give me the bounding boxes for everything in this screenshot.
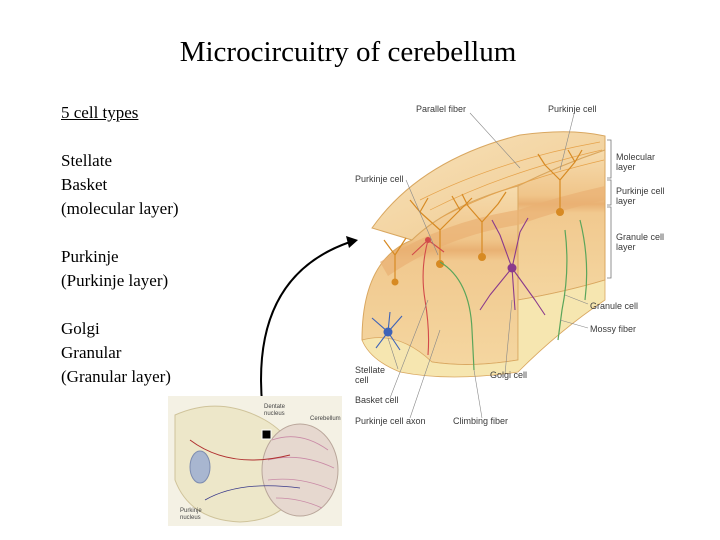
page-title: Microcircuitry of cerebellum <box>179 36 517 68</box>
purkinje-layer-group: Purkinje (Purkinje layer) <box>61 245 179 293</box>
label-granule-cell-layer-line1: Granule cell <box>616 232 665 242</box>
label-molecular-layer: Molecular layer <box>616 152 655 172</box>
label-stellate-cell-line1: Stellate <box>355 365 386 375</box>
label-basket-cell: Basket cell <box>355 395 399 405</box>
label-stellate-cell: Stellate cell <box>355 365 385 385</box>
label-climbing-fiber: Climbing fiber <box>453 416 509 426</box>
cell-types-list: 5 cell types Stellate Basket (molecular … <box>61 101 179 413</box>
white-matter-band <box>361 279 606 378</box>
label-granule-cell-layer-line2: layer <box>616 242 636 252</box>
list-item-purkinje-layer: (Purkinje layer) <box>61 271 169 290</box>
stellate-cell <box>371 311 403 351</box>
label-purkinje-cell-left: Purkinje cell <box>355 174 404 184</box>
label-inset-cerebellum: Cerebellum <box>310 416 341 422</box>
list-item-golgi: Golgi <box>61 319 100 338</box>
label-purkinje-cell-layer-line2: layer <box>616 196 636 206</box>
label-dentate-nucleus-line1: Dentate <box>264 404 286 410</box>
label-granule-cell: Granule cell <box>590 301 639 311</box>
cerebellum-inset-illustration <box>168 396 342 526</box>
label-molecular-layer-line2: layer <box>616 162 636 172</box>
golgi-cell <box>479 217 546 316</box>
purkinje-cell-bodies <box>391 208 564 286</box>
label-granule-cell-layer: Granule cell layer <box>616 232 664 252</box>
list-item-purkinje: Purkinje <box>61 247 119 266</box>
inset-highlight-box <box>261 429 272 440</box>
label-purkinje-nucleus-line2: nucleus <box>180 515 201 521</box>
purkinje-cell-dendrites <box>383 149 583 280</box>
stellate-cell-body <box>383 327 393 337</box>
purkinje-layer-band <box>380 210 518 276</box>
layer-brackets <box>607 139 612 279</box>
granular-layer-group: Golgi Granular (Granular layer) <box>61 317 179 389</box>
label-dentate-nucleus-line2: nucleus <box>264 411 285 417</box>
label-purkinje-nucleus-line1: Purkinje <box>180 508 202 514</box>
label-molecular-layer-line1: Molecular <box>616 152 656 162</box>
molecular-layer-group: Stellate Basket (molecular layer) <box>61 149 179 221</box>
list-item-basket: Basket <box>61 175 108 194</box>
list-item-stellate: Stellate <box>61 151 112 170</box>
label-purkinje-cell-layer: Purkinje cell layer <box>616 186 665 206</box>
arrowhead-icon <box>346 236 358 248</box>
purkinje-layer-band-right <box>518 186 605 225</box>
label-mossy-fiber: Mossy fiber <box>590 324 637 334</box>
label-purkinje-cell-layer-line1: Purkinje cell <box>616 186 665 196</box>
list-item-granular: Granular <box>61 343 122 362</box>
basket-cell <box>411 239 445 356</box>
label-golgi-cell: Golgi cell <box>490 370 528 380</box>
cell-types-heading: 5 cell types <box>61 103 139 122</box>
label-purkinje-cell-axon: Purkinje cell axon <box>355 416 426 426</box>
climbing-and-mossy-fibers <box>439 219 588 371</box>
label-dentate-nucleus: Dentate nucleus <box>264 404 285 418</box>
label-parallel-fiber: Parallel fiber <box>416 104 467 114</box>
golgi-cell-body <box>507 263 517 273</box>
label-stellate-cell-line2: cell <box>355 375 369 385</box>
label-leader-lines <box>387 112 589 419</box>
label-purkinje-nucleus: Purkinje nucleus <box>180 508 202 522</box>
list-item-molecular-layer: (molecular layer) <box>61 199 179 218</box>
list-item-granular-layer: (Granular layer) <box>61 367 171 386</box>
label-purkinje-cell-top: Purkinje cell <box>548 104 597 114</box>
basket-cell-body <box>425 237 431 243</box>
